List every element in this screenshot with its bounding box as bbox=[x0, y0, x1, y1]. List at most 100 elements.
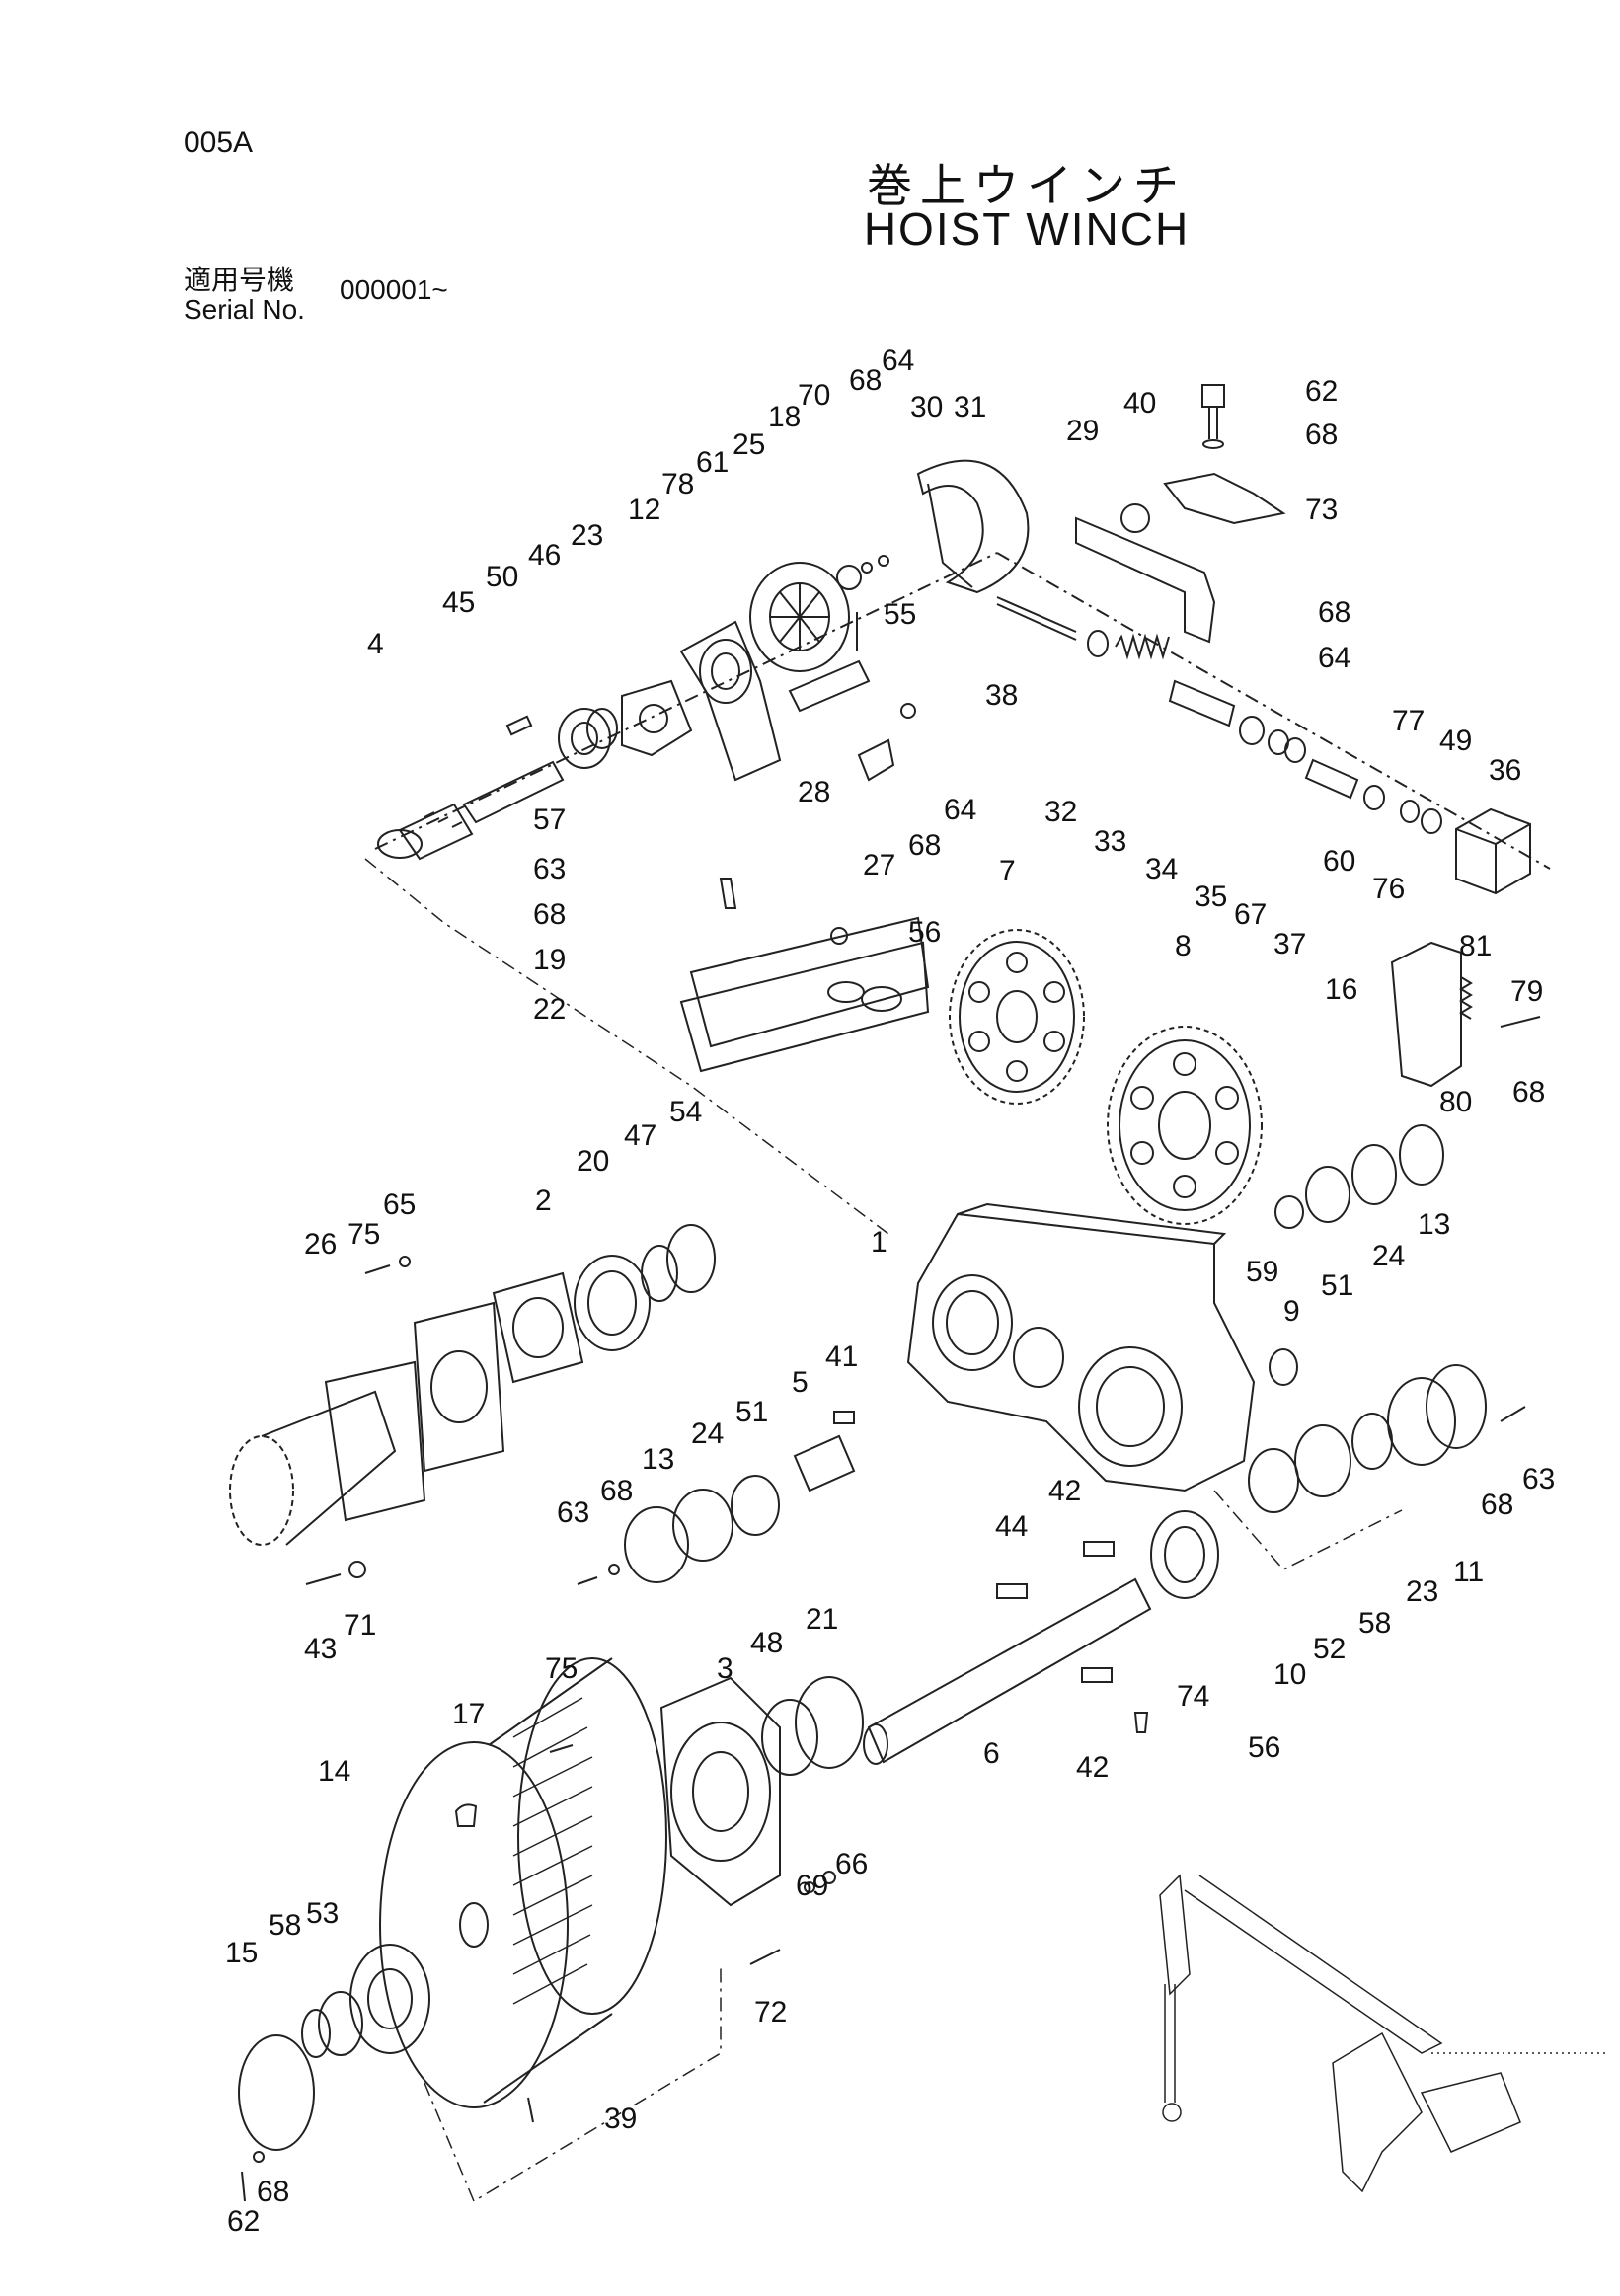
callout-c-3: 3 bbox=[717, 1652, 733, 1685]
key-45 bbox=[505, 715, 533, 736]
callout-c-19: 19 bbox=[533, 944, 566, 976]
washer-60 bbox=[1363, 785, 1385, 810]
callout-c-26: 26 bbox=[304, 1228, 337, 1261]
callout-c-34: 34 bbox=[1145, 853, 1178, 885]
bolt-75-left bbox=[364, 1264, 391, 1274]
callout-c-39: 39 bbox=[604, 2103, 637, 2135]
callout-c-68i: 68 bbox=[257, 2176, 289, 2208]
callout-c-68h: 68 bbox=[1481, 1489, 1513, 1521]
callout-c-58b: 58 bbox=[269, 1909, 301, 1942]
bolt-72 bbox=[749, 1949, 781, 1965]
drive-shaft-6 bbox=[863, 1510, 1219, 1765]
callout-c-25: 25 bbox=[733, 428, 765, 461]
callout-c-56a: 56 bbox=[908, 916, 941, 949]
callout-c-72: 72 bbox=[754, 1996, 787, 2028]
gasket-23-top bbox=[621, 679, 693, 757]
callout-c-63a: 63 bbox=[533, 853, 566, 885]
washer-71 bbox=[348, 1561, 366, 1578]
callout-c-24b: 24 bbox=[691, 1417, 724, 1450]
ring-47 bbox=[641, 1245, 678, 1302]
bolt-63-right bbox=[1500, 1406, 1526, 1422]
bearing-51-left bbox=[731, 1475, 780, 1536]
callout-c-15: 15 bbox=[225, 1937, 258, 1969]
ring-46 bbox=[586, 708, 618, 749]
adapter-26 bbox=[413, 1301, 505, 1473]
callout-c-66: 66 bbox=[835, 1848, 868, 1880]
callout-c-74: 74 bbox=[1177, 1680, 1209, 1713]
callout-c-56b: 56 bbox=[1248, 1731, 1280, 1764]
pin-37 bbox=[1304, 758, 1359, 800]
callout-c-51a: 51 bbox=[1321, 1269, 1353, 1302]
callout-c-31: 31 bbox=[954, 391, 986, 423]
callout-c-8: 8 bbox=[1175, 930, 1192, 962]
callout-c-41: 41 bbox=[825, 1340, 858, 1373]
bearing-52 bbox=[1294, 1424, 1351, 1497]
top-assembly bbox=[374, 384, 1551, 895]
bearing-54 bbox=[666, 1224, 716, 1293]
callout-c-53: 53 bbox=[306, 1897, 339, 1930]
washer-35 bbox=[1239, 716, 1265, 745]
callout-c-45: 45 bbox=[442, 586, 475, 619]
callout-c-68a: 68 bbox=[849, 364, 882, 397]
callout-c-1: 1 bbox=[871, 1226, 887, 1259]
ring-9 bbox=[1274, 1195, 1304, 1229]
cover-11 bbox=[1426, 1364, 1487, 1449]
bearing-51-right bbox=[1305, 1166, 1350, 1223]
drum-cover-3 bbox=[549, 1676, 864, 1965]
ring-58-right bbox=[1351, 1413, 1393, 1470]
callout-c-50: 50 bbox=[486, 561, 518, 593]
brake-band-31 bbox=[916, 459, 1030, 594]
plate-73 bbox=[1163, 472, 1286, 525]
spring-33 bbox=[1115, 633, 1170, 660]
callout-c-61: 61 bbox=[696, 446, 729, 479]
gasket-20 bbox=[574, 1255, 651, 1351]
end-cap-15 bbox=[238, 1944, 430, 2202]
plug-56-top bbox=[830, 927, 848, 945]
callout-c-69: 69 bbox=[796, 1870, 828, 1902]
sleeve-34 bbox=[1168, 679, 1236, 727]
callout-c-18: 18 bbox=[768, 401, 801, 433]
callout-c-47: 47 bbox=[624, 1119, 656, 1152]
callout-c-75b: 75 bbox=[545, 1652, 578, 1685]
callout-c-68f: 68 bbox=[1512, 1076, 1545, 1109]
pinion-5 bbox=[793, 1434, 856, 1492]
top-axis-line-2 bbox=[996, 552, 1551, 870]
callout-c-20: 20 bbox=[577, 1145, 609, 1178]
callout-c-68b: 68 bbox=[1305, 419, 1338, 451]
seal-48 bbox=[761, 1699, 818, 1776]
washer-69 bbox=[804, 1881, 815, 1893]
cover-13-right bbox=[1399, 1124, 1444, 1186]
housing-12 bbox=[679, 620, 782, 782]
title-english: HOIST WINCH bbox=[863, 203, 1191, 255]
brake-drum-25 bbox=[749, 562, 850, 672]
callout-c-44: 44 bbox=[995, 1510, 1028, 1543]
callout-c-23b: 23 bbox=[1406, 1575, 1438, 1608]
gear-8 bbox=[1107, 1026, 1263, 1225]
bolt-38 bbox=[900, 703, 916, 719]
callout-c-5: 5 bbox=[792, 1366, 809, 1399]
callout-c-40: 40 bbox=[1123, 387, 1156, 420]
key-44 bbox=[996, 1583, 1028, 1599]
serial-label-english: Serial No. bbox=[184, 294, 305, 325]
spring-81 bbox=[1459, 976, 1473, 1020]
cover-13-left bbox=[624, 1506, 689, 1583]
callout-c-68d: 68 bbox=[908, 829, 941, 862]
callout-c-42a: 42 bbox=[1048, 1475, 1081, 1507]
gear-7 bbox=[949, 929, 1085, 1105]
bearing-74 bbox=[1150, 1510, 1219, 1599]
callout-c-22: 22 bbox=[533, 993, 566, 1026]
callout-c-65: 65 bbox=[383, 1188, 416, 1221]
bolt-43 bbox=[305, 1573, 342, 1585]
callout-c-80: 80 bbox=[1439, 1086, 1472, 1118]
callout-c-11: 11 bbox=[1453, 1556, 1484, 1588]
callout-c-6: 6 bbox=[983, 1737, 1000, 1770]
callout-c-54: 54 bbox=[669, 1096, 702, 1128]
callout-c-63b: 63 bbox=[557, 1496, 589, 1529]
cover-19 bbox=[689, 916, 930, 1048]
callout-c-78: 78 bbox=[661, 468, 694, 500]
callout-c-37: 37 bbox=[1273, 928, 1306, 960]
pinion-5-group bbox=[577, 1411, 856, 1585]
bolt-39 bbox=[527, 2097, 534, 2123]
bearing-50 bbox=[558, 708, 611, 769]
callout-c-73: 73 bbox=[1305, 494, 1338, 526]
